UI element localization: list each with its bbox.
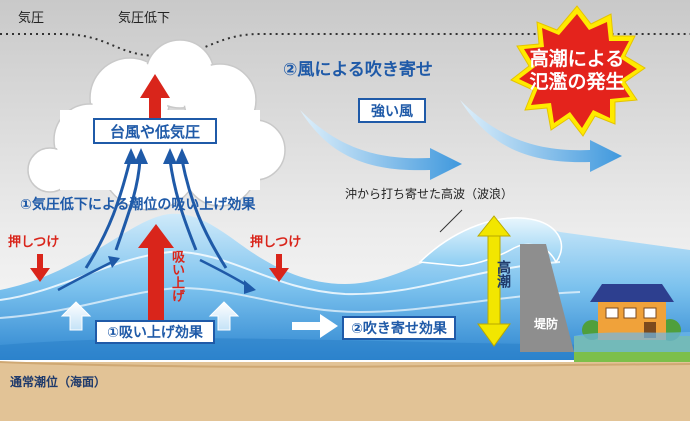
typhoon-box: 台風や低気圧: [93, 118, 217, 144]
wave-line-2: [0, 286, 581, 319]
wind-effect-box: ②吹き寄せ効果: [342, 316, 456, 340]
flood-water: [574, 332, 690, 352]
pressure-label: 気圧: [18, 11, 45, 26]
push-arrow-left: [30, 254, 50, 282]
pressure-up-arrow: [140, 74, 170, 118]
suction-arrows: [84, 159, 228, 269]
house-roof: [590, 284, 674, 302]
suck-up-arrow: [138, 224, 174, 340]
high-tide-label: 高潮: [495, 260, 511, 288]
seawall-label: 堤防: [534, 317, 559, 331]
sea-up-arrows: [60, 301, 240, 331]
wind-arrow-1: [300, 110, 462, 180]
storm-surge-title: 高潮による 氾濫の発生: [529, 48, 625, 93]
pointer-line: [439, 209, 463, 233]
storm-surge-burst: [510, 5, 646, 137]
suck-up-label: 吸い上げ: [169, 250, 184, 302]
sand-floor: [0, 362, 690, 421]
high-waves-label: 沖から打ち寄せた高波（波浪）: [345, 187, 514, 201]
push-arrow-right: [269, 254, 289, 282]
sand-edge: [0, 361, 690, 368]
suction-title: ①気圧低下による潮位の吸い上げ効果: [20, 197, 256, 213]
strong-wind-box: 強い風: [358, 98, 426, 123]
seawall-block: [520, 244, 574, 352]
flow-arrows: [57, 258, 249, 292]
push-right-label: 押しつけ: [250, 235, 302, 250]
wind-arrow-2: [460, 100, 622, 172]
tide-height-arrow: [476, 215, 512, 347]
wind-title: ②風による吹き寄せ: [283, 60, 433, 80]
suction-effect-box: ①吸い上げ効果: [95, 320, 215, 344]
blow-in-arrow: [292, 314, 338, 338]
normal-tide-label: 通常潮位（海面）: [10, 375, 107, 389]
pressure-low-label: 気圧低下: [118, 11, 171, 26]
push-left-label: 押しつけ: [8, 235, 60, 250]
